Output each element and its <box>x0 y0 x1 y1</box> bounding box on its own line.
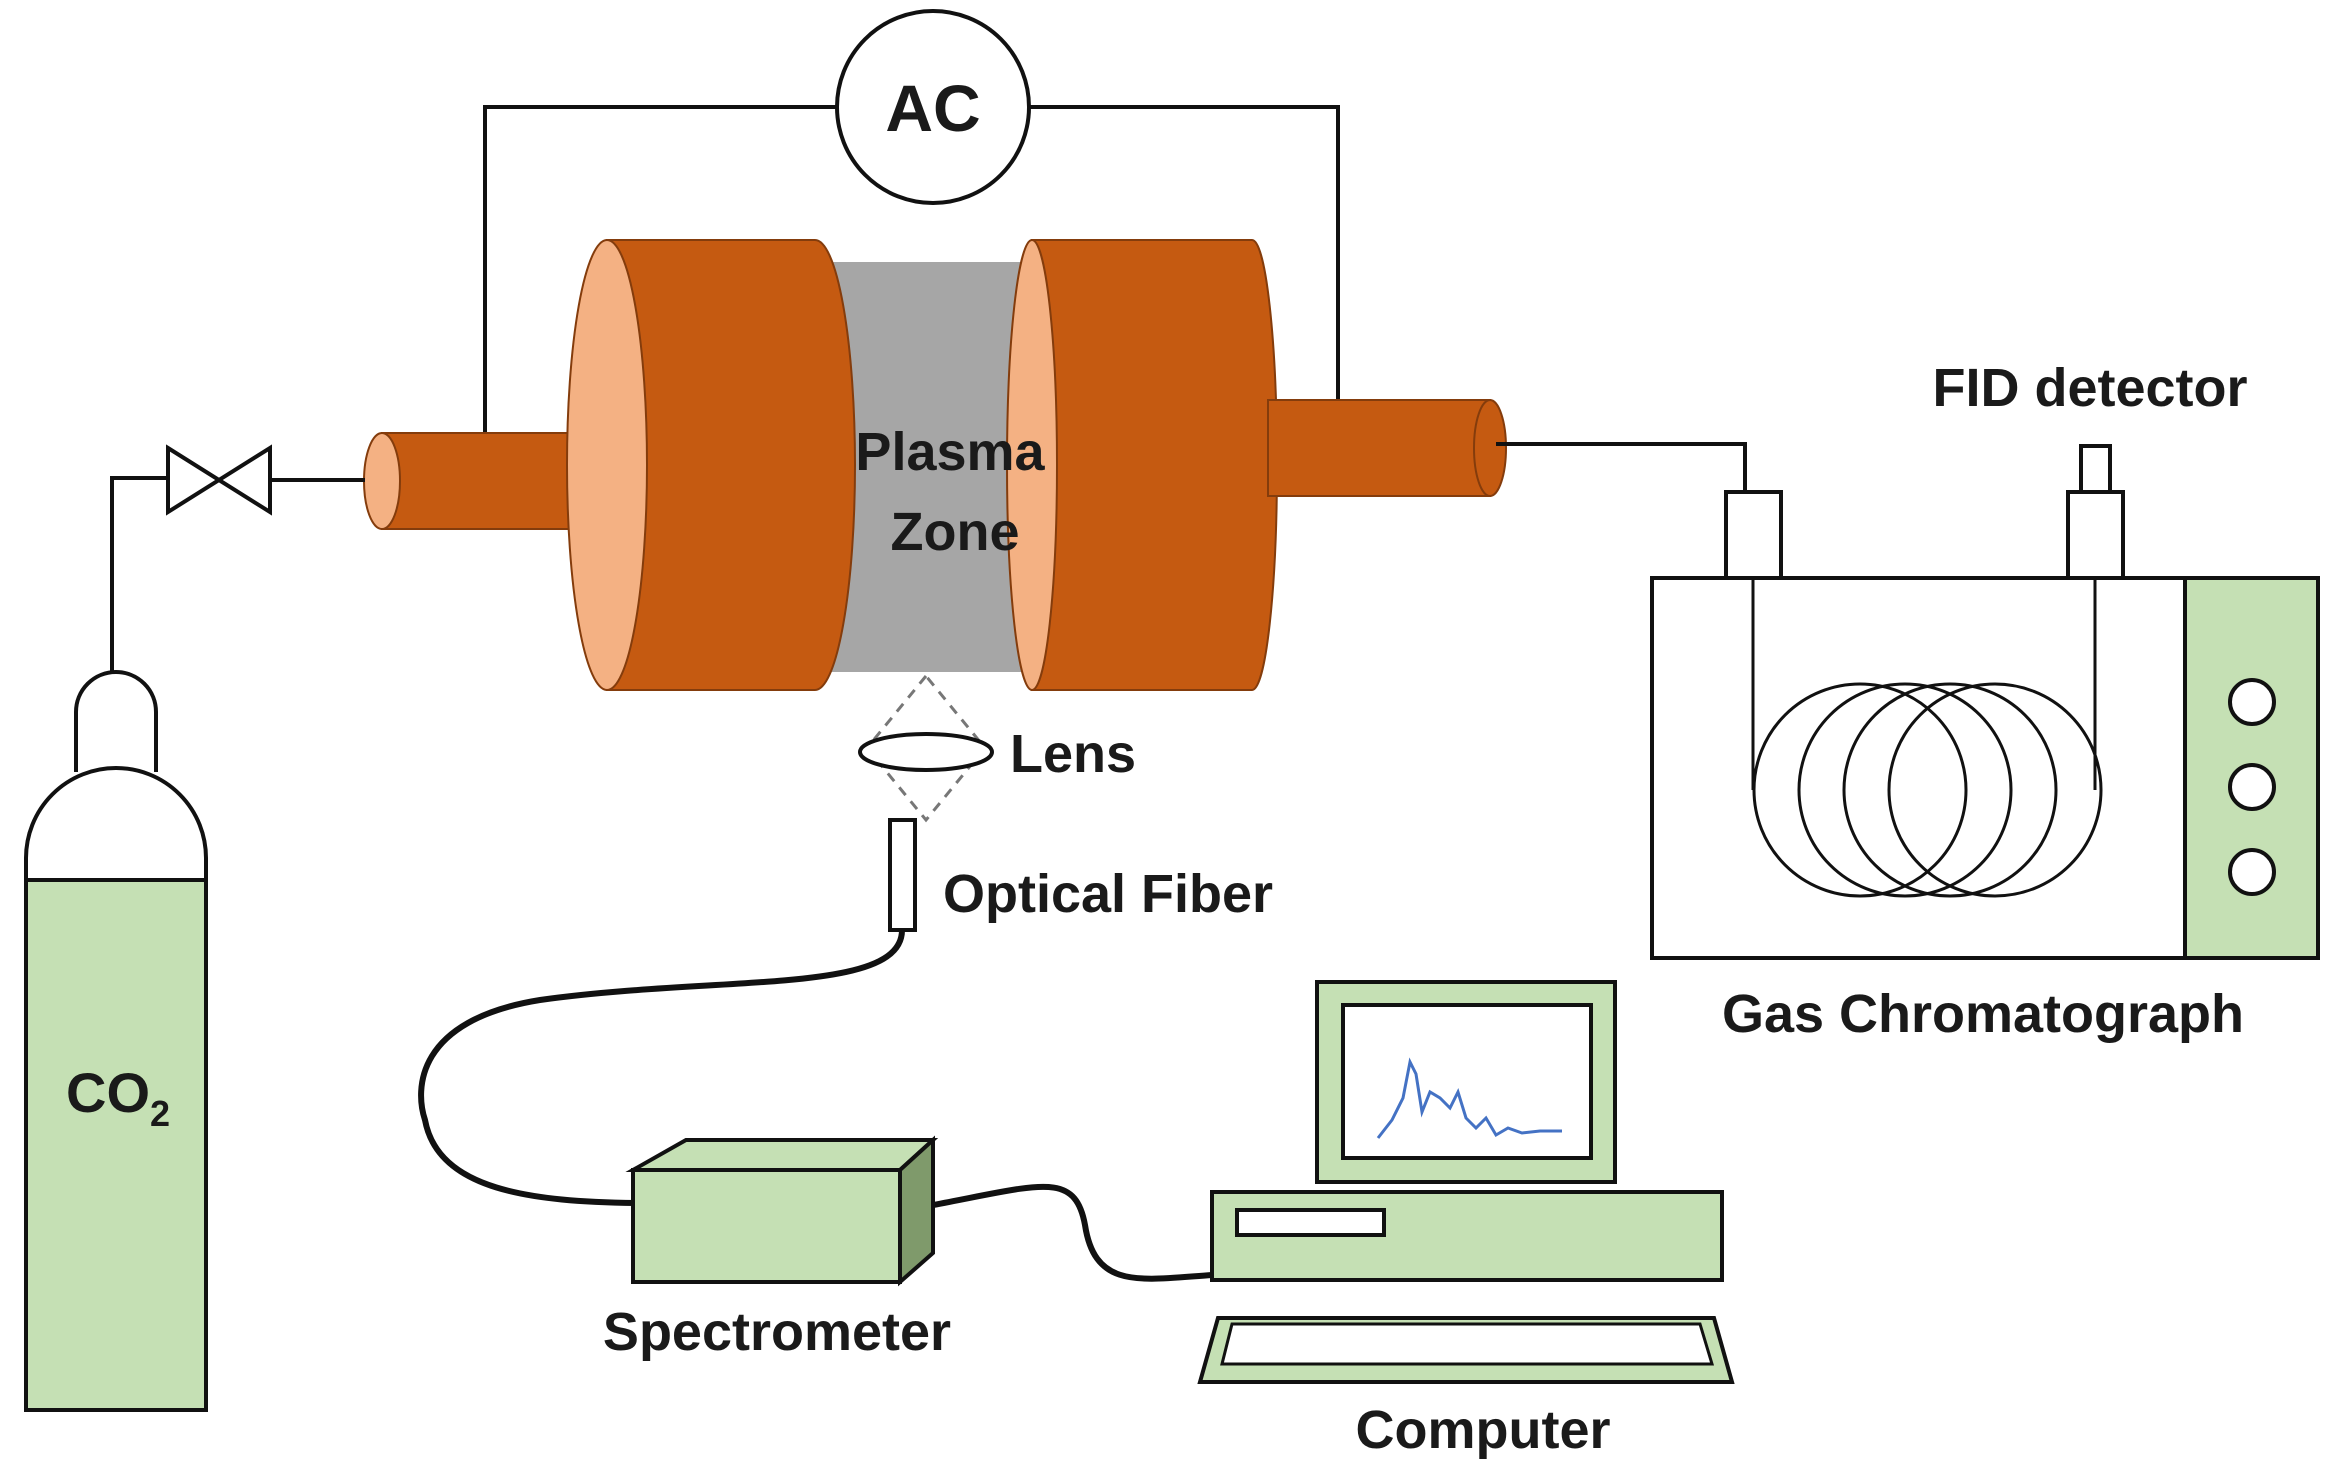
outlet-tube-end <box>1473 399 1507 497</box>
fid-detector-label: FID detector <box>1932 358 2247 418</box>
gas-chromatograph: FID detector Gas Chromatograph <box>1650 358 2320 1044</box>
right-electrode-body <box>1031 239 1278 691</box>
left-electrode <box>566 239 856 691</box>
fid-detector-port <box>2066 490 2125 580</box>
ac-circuit: AC <box>483 9 1340 435</box>
plasma-reactor: Plasma Zone <box>363 239 1507 691</box>
co2-label: CO2 <box>66 1061 170 1134</box>
outlet-tube <box>1267 399 1507 497</box>
optical-path: Lens Optical Fiber <box>418 673 1273 1206</box>
inlet-tube-face <box>363 432 401 530</box>
gc-body <box>1650 576 2187 960</box>
keyboard-keys <box>1220 1322 1715 1366</box>
spectrometer: Spectrometer <box>603 1135 1213 1362</box>
spectrometer-top <box>625 1138 939 1172</box>
ac-source <box>835 9 1031 205</box>
gas-cylinder-icon <box>24 670 208 1412</box>
cylinder-neck <box>74 670 158 772</box>
gc-injector <box>1724 490 1783 580</box>
computer-label: Computer <box>1356 1400 1611 1460</box>
ac-label: AC <box>885 71 980 145</box>
cylinder-body <box>24 878 208 1412</box>
gas-chromatograph-label: Gas Chromatograph <box>1722 984 2244 1044</box>
plasma-zone-label-line1: Plasma <box>855 422 1045 482</box>
left-electrode-face <box>566 239 648 691</box>
optical-fiber-cable <box>418 929 905 1206</box>
cylinder-body-top <box>24 766 208 882</box>
gc-inlet-line <box>1496 442 1747 492</box>
ac-wire-left <box>483 105 838 435</box>
outlet-tube-body <box>1267 399 1491 497</box>
spectrum-trace <box>1376 1057 1562 1139</box>
right-electrode-face <box>1006 239 1058 691</box>
lens <box>858 732 994 772</box>
left-electrode-body <box>606 239 856 691</box>
spectrometer-front <box>631 1168 902 1284</box>
computer: Computer <box>1197 980 1735 1460</box>
spectrometer-computer-cable <box>932 1183 1213 1282</box>
feed-line <box>110 476 168 672</box>
plasma-zone <box>820 262 1038 672</box>
knob-icon <box>2228 848 2276 896</box>
ac-wire-right <box>1028 105 1340 405</box>
gc-column-coil <box>1752 682 2103 898</box>
plasma-zone-label-line2: Zone <box>891 502 1020 562</box>
spectrometer-label: Spectrometer <box>603 1302 951 1362</box>
knob-icon <box>2228 763 2276 811</box>
gas-feed: CO2 <box>24 444 365 1412</box>
fid-detector-tip <box>2079 444 2112 494</box>
right-electrode <box>1006 239 1278 691</box>
optical-fiber-label: Optical Fiber <box>943 864 1273 924</box>
lens-label: Lens <box>1010 724 1136 784</box>
light-cone <box>865 673 987 823</box>
knob-icon <box>2228 678 2276 726</box>
optical-fiber-tip <box>888 818 917 932</box>
valve-icon <box>166 444 272 516</box>
disk-drive-slot <box>1235 1208 1386 1237</box>
co2-label-subscript: 2 <box>150 1093 170 1134</box>
co2-label-main: CO <box>66 1061 150 1124</box>
